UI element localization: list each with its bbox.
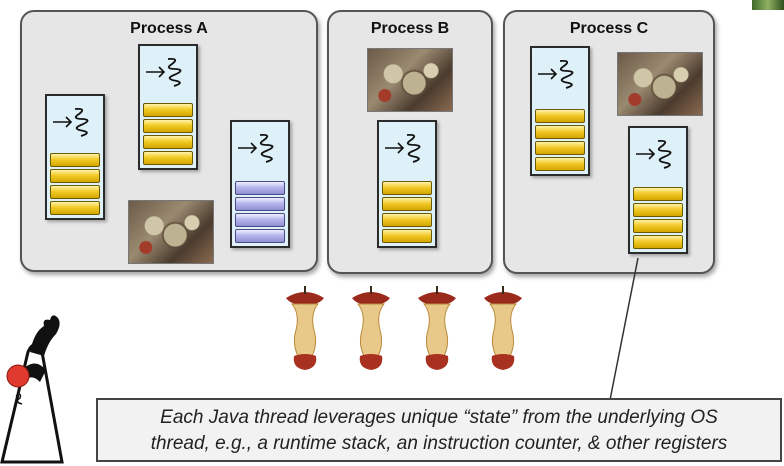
runtime-stack [633,185,683,249]
runtime-stack [50,151,100,215]
thread-squiggle-icon [385,133,421,163]
runtime-stack [235,179,285,243]
thread-a2 [138,44,198,170]
caption-box: Each Java thread leverages unique “state… [96,398,782,462]
resources-gears-image [128,200,214,264]
thread-b1 [377,120,437,248]
corner-photo [752,0,784,10]
process-a-box: Process A [20,10,318,272]
thread-squiggle-icon [146,57,182,87]
duke-mascot-icon [0,315,64,464]
thread-squiggle-icon [636,139,672,169]
process-c-title: Process C [569,20,649,37]
caption-line-1: Each Java thread leverages unique “state… [160,407,718,428]
apple-core-image [272,284,338,376]
runtime-stack [382,179,432,243]
thread-squiggle-icon [538,59,574,89]
runtime-stack [535,107,585,171]
thread-squiggle-icon [53,107,89,137]
apple-core-image [338,284,404,376]
process-b-box: Process B [327,10,493,274]
thread-c1 [530,46,590,176]
apple-core-row [272,284,536,376]
process-b-title: Process B [370,20,450,37]
runtime-stack [143,101,193,165]
process-c-box: Process C [503,10,715,274]
thread-a3 [230,120,290,248]
resources-gears-image [367,48,453,112]
thread-squiggle-icon [238,133,274,163]
caption-line-2: thread, e.g., a runtime stack, an instru… [150,433,728,454]
thread-c2 [628,126,688,254]
apple-core-image [470,284,536,376]
thread-a1 [45,94,105,220]
resources-gears-image [617,52,703,116]
process-a-title: Process A [130,20,208,37]
apple-core-image [404,284,470,376]
